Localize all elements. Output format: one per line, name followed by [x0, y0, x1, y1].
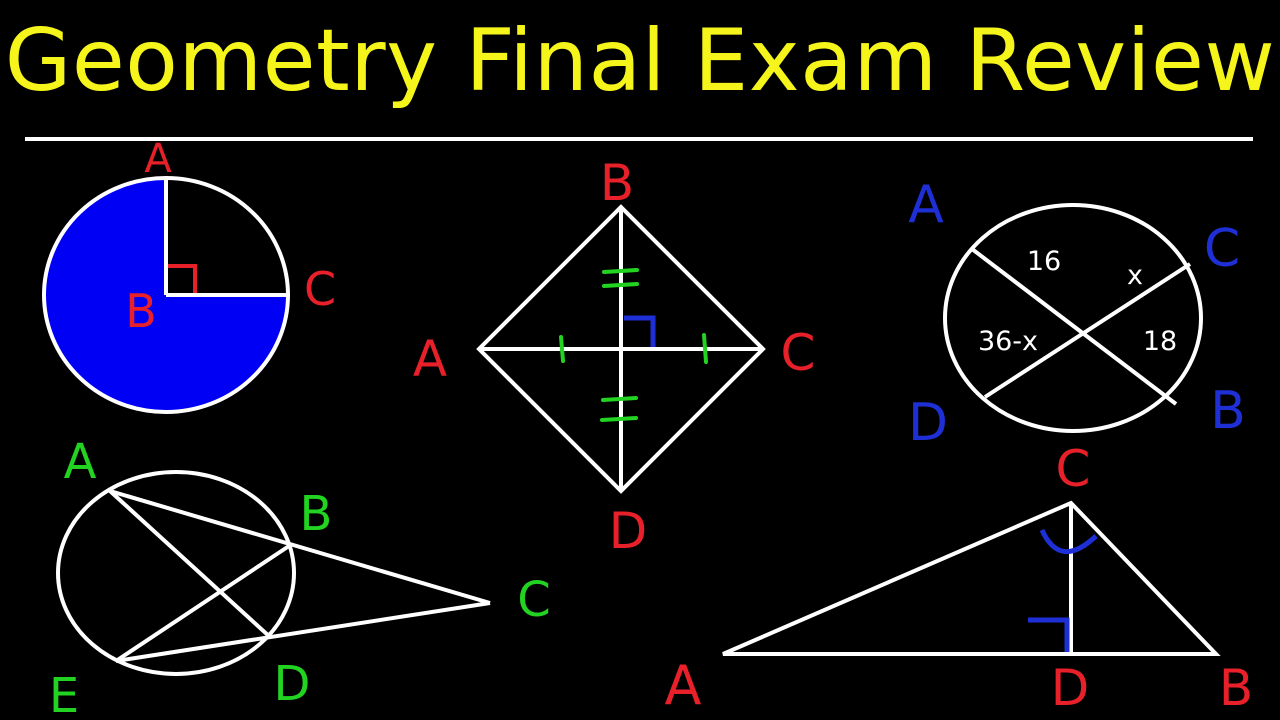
segment-36-x: 36-x [978, 326, 1038, 357]
triangle-outline [722, 500, 1221, 656]
label-d: D [908, 393, 948, 453]
label-b: B [1210, 381, 1246, 441]
label-c: C [1204, 219, 1240, 279]
label-c: C [517, 572, 551, 628]
figure-intersecting-chords: 16 x 36-x 18 A C D B [908, 175, 1246, 453]
chord-ad [108, 489, 272, 639]
figure-rhombus: B A C D [413, 154, 816, 560]
label-a: A [64, 434, 97, 490]
label-c: C [781, 324, 816, 382]
circle-outline [943, 203, 1203, 433]
page-title: Geometry Final Exam Review [4, 11, 1276, 111]
label-a: A [144, 136, 172, 182]
right-angle-mark [1028, 617, 1070, 652]
label-c: C [1056, 440, 1091, 498]
angle-arc [1039, 528, 1098, 555]
segment-18: 18 [1143, 326, 1177, 357]
circle-outline [56, 470, 296, 676]
secant-ac [109, 489, 491, 605]
label-b: B [600, 154, 634, 212]
figure-secants: A B C E D [49, 434, 551, 720]
label-d: D [1051, 659, 1090, 717]
label-e: E [49, 668, 79, 720]
label-b: B [1219, 659, 1253, 717]
chord-ab [970, 247, 1178, 406]
label-d: D [274, 656, 311, 712]
label-a: A [665, 654, 702, 717]
figure-right-triangle: C A D B [665, 440, 1254, 717]
right-angle-mark [624, 315, 656, 347]
label-b: B [125, 284, 157, 338]
chord-be [114, 544, 291, 663]
segment-x: x [1127, 260, 1143, 291]
label-a: A [413, 330, 447, 388]
chord-cd [983, 262, 1192, 399]
congruence-ticks [559, 268, 708, 422]
label-a: A [908, 175, 944, 235]
label-b: B [300, 486, 333, 542]
secant-ec [115, 601, 491, 663]
figure-circle-sector: A B C [42, 136, 336, 414]
label-d: D [609, 502, 648, 560]
label-c: C [304, 262, 336, 316]
segment-16: 16 [1027, 246, 1061, 277]
right-angle-mark [168, 264, 197, 293]
